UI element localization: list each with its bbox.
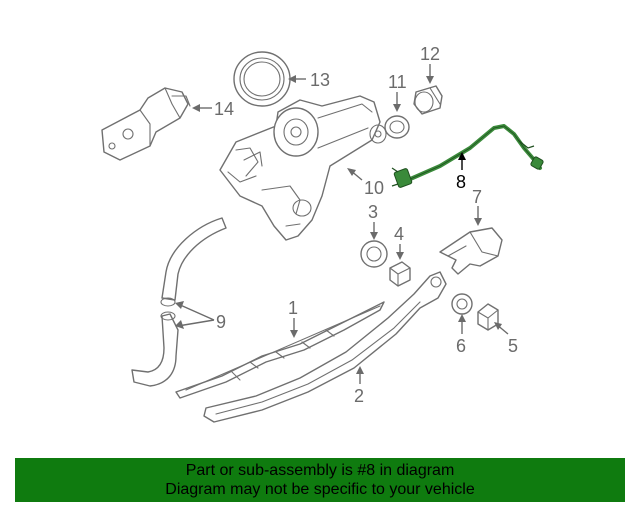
callout-8[interactable]: 8 <box>456 172 466 192</box>
leader-9 <box>177 303 215 327</box>
banner-line-2: Diagram may not be specific to your vehi… <box>165 481 475 498</box>
parts-diagram: 1 2 3 4 5 6 7 8 9 10 11 12 13 14 <box>101 44 544 423</box>
callout-7: 7 <box>472 187 482 207</box>
leader-6-arrow <box>458 314 466 322</box>
part-4-nut[interactable] <box>389 261 411 287</box>
leader-10-arrow <box>347 168 356 176</box>
callout-14: 14 <box>214 99 234 119</box>
callout-12: 12 <box>420 44 440 64</box>
part-14-bracket[interactable] <box>101 87 191 161</box>
leader-11-arrow <box>393 104 401 112</box>
callout-2: 2 <box>354 386 364 406</box>
part-9-hose[interactable] <box>131 217 227 387</box>
part-7-cover-cap[interactable] <box>439 227 503 275</box>
leader-14-arrow <box>192 104 200 112</box>
callout-10: 10 <box>364 178 384 198</box>
part-2-wiper-arm[interactable] <box>203 271 447 423</box>
leader-2-arrow <box>356 366 364 374</box>
part-10-wiper-motor[interactable] <box>219 95 387 241</box>
part-3-washer[interactable] <box>360 240 388 268</box>
leader-8-arrow <box>458 152 466 160</box>
leader-3-arrow <box>370 232 378 240</box>
callout-9: 9 <box>216 312 226 332</box>
callout-13: 13 <box>310 70 330 90</box>
callout-1: 1 <box>288 298 298 318</box>
part-12-cap[interactable] <box>413 85 443 115</box>
banner-line-1: Part or sub-assembly is #8 in diagram <box>185 462 455 479</box>
leader-7-arrow <box>474 218 482 226</box>
leader-4-arrow <box>396 252 404 260</box>
leader-1-arrow <box>290 330 298 338</box>
callout-4: 4 <box>394 224 404 244</box>
callout-5: 5 <box>508 336 518 356</box>
part-1-wiper-blade[interactable] <box>175 301 385 399</box>
part-6-washer[interactable] <box>451 293 473 315</box>
callout-11: 11 <box>388 72 407 92</box>
leader-5-arrow <box>494 322 502 330</box>
callout-6: 6 <box>456 336 466 356</box>
part-13-grommet[interactable] <box>233 51 291 107</box>
leader-9-arrow-a <box>175 301 184 309</box>
leader-13-arrow <box>288 75 296 83</box>
leader-12-arrow <box>426 76 434 84</box>
part-5-cap-nut[interactable] <box>477 303 499 331</box>
part-11-washer[interactable] <box>384 115 410 139</box>
callout-3: 3 <box>368 202 378 222</box>
info-banner: Part or sub-assembly is #8 in diagram Di… <box>15 458 625 502</box>
leader-9-arrow-b <box>175 320 184 329</box>
part-8-washer-hose[interactable] <box>391 124 544 188</box>
